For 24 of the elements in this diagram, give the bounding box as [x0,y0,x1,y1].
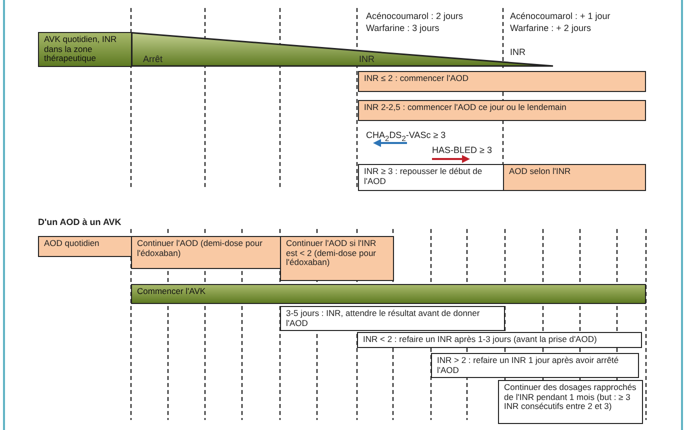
tapering-bar [131,32,554,67]
note-text: CHA$_{2}$DS$_{2}$-VASc ≥ 3 [366,130,446,143]
step-box: INR 2-2,5 : commencer l'AOD ce jour ou le lendemain [358,100,646,121]
step-box: Continuer des dosages rapprochés de l'INR pendant 1 mois (but : ≥ 3 INR consécutifs entre 2 et 3) [498,380,643,424]
timeline-bar: AVK quotidien, INR dans la zone thérapeutique [38,32,132,67]
step-box: Continuer l'AOD (demi-dose pour l'édoxaban) [131,236,281,269]
step-box: 3-5 jours : INR, attendre le résultat avant de donner l'AOD [280,306,505,332]
note-text: HAS-BLED ≥ 3 [432,145,492,155]
step-box: INR ≥ 3 : repousser le début de l'AOD [358,164,504,191]
note-text: Warfarine : 3 jours [366,23,440,33]
bar-label: INR [359,54,374,64]
note-text: Warfarine : + 2 jours [510,23,591,33]
step-box: AOD selon l'INR [503,164,646,191]
step-box: INR < 2 : refaire un INR après 1-3 jours (avant la prise d'AOD) [357,332,642,348]
step-box: INR ≤ 2 : commencer l'AOD [358,71,646,92]
timeline-bar: Commencer l'AVK [131,284,646,304]
note-text: Acénocoumarol : 2 jours [366,11,464,21]
step-box: AOD quotidien [38,236,132,257]
bar-label: Arrêt [143,54,163,64]
step-box: INR > 2 : refaire un INR 1 jour après avoir arrêté l'AOD [431,353,639,378]
note-text: Acénocoumarol : + 1 jour [510,11,610,21]
step-box: Continuer l'AOD si l'INR est < 2 (demi-dose pour l'édoxaban) [280,236,394,281]
note-text: INR [510,47,526,57]
section-heading: D'un AOD à un AVK [38,217,122,227]
